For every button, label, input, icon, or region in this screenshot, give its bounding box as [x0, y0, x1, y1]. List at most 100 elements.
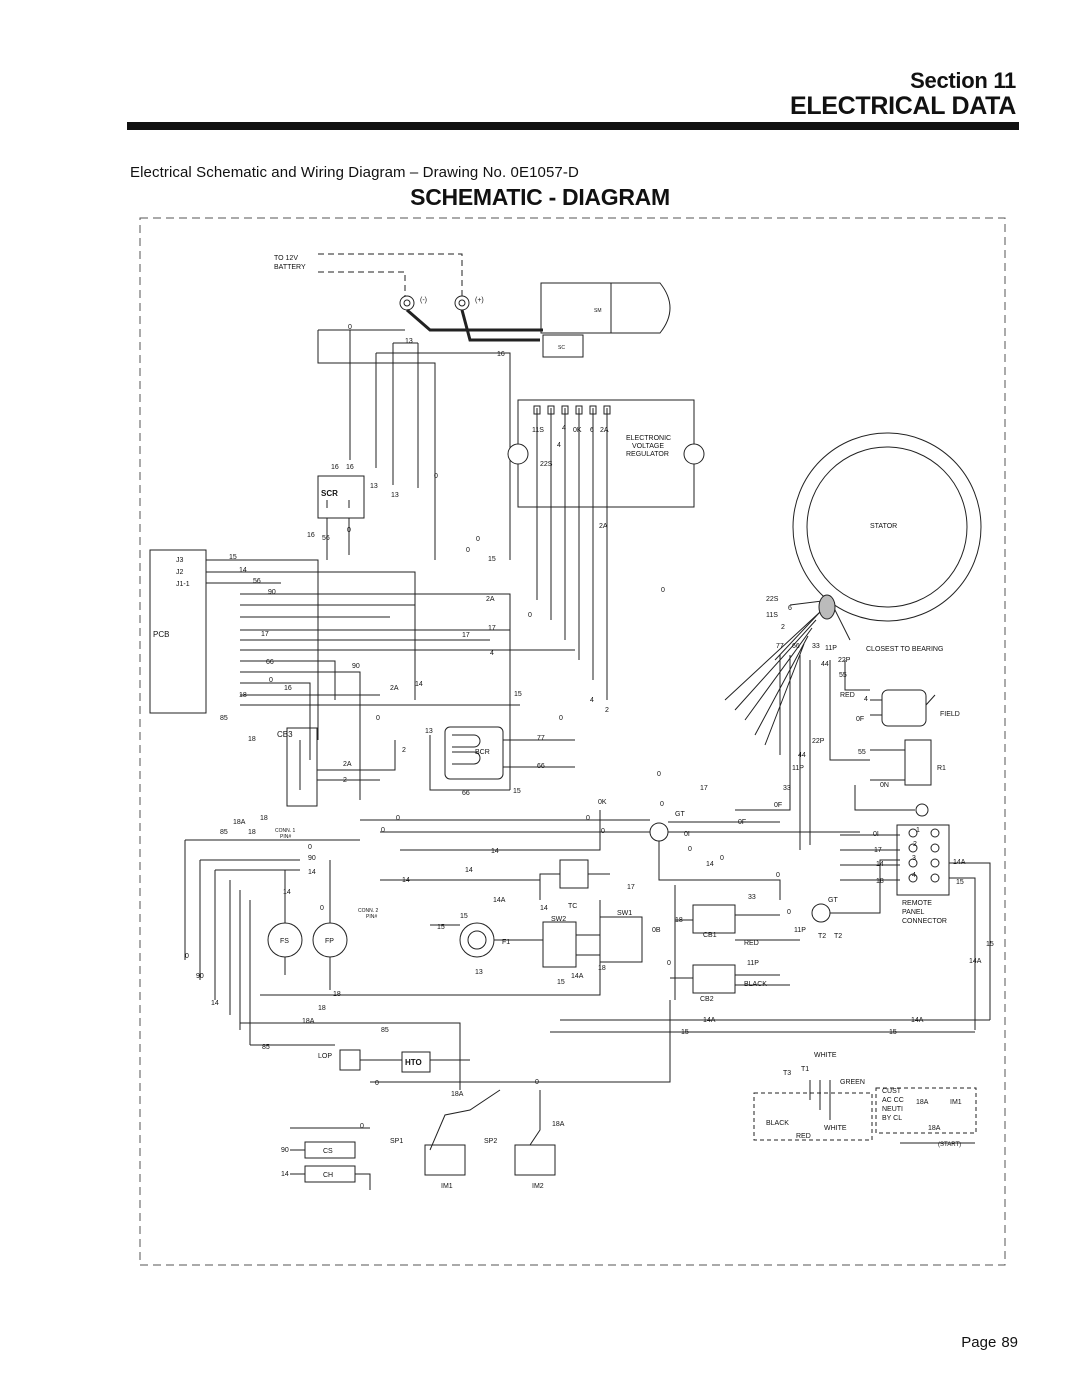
- svg-text:0: 0: [375, 1080, 379, 1087]
- label-conn2b: PIN#: [366, 914, 377, 920]
- label-evr2: VOLTAGE: [632, 443, 664, 450]
- svg-text:IM1: IM1: [950, 1099, 962, 1106]
- svg-text:18A: 18A: [451, 1091, 464, 1098]
- svg-text:15: 15: [229, 554, 237, 561]
- svg-text:18: 18: [248, 736, 256, 743]
- label-conn1: CONN. 1: [275, 828, 296, 834]
- label-gt2: GT: [828, 897, 838, 904]
- svg-text:2A: 2A: [343, 761, 352, 768]
- svg-text:44: 44: [821, 661, 829, 668]
- label-cb3: CB3: [277, 730, 293, 739]
- svg-text:0: 0: [396, 815, 400, 822]
- svg-text:22P: 22P: [838, 657, 851, 664]
- label-im1: IM1: [441, 1183, 453, 1190]
- diagram-title: SCHEMATIC - DIAGRAM: [410, 184, 670, 210]
- svg-text:0: 0: [776, 872, 780, 879]
- svg-text:77: 77: [776, 643, 784, 650]
- label-sm: SM: [594, 308, 602, 314]
- svg-text:0: 0: [476, 536, 480, 543]
- svg-text:56: 56: [253, 578, 261, 585]
- svg-text:16: 16: [307, 532, 315, 539]
- svg-text:0: 0: [434, 473, 438, 480]
- svg-text:4: 4: [562, 425, 566, 432]
- svg-text:0K: 0K: [573, 427, 582, 434]
- svg-text:4: 4: [557, 442, 561, 449]
- label-evr1: ELECTRONIC: [626, 435, 671, 442]
- svg-text:15: 15: [488, 556, 496, 563]
- svg-text:T2: T2: [818, 933, 826, 940]
- svg-text:18: 18: [876, 878, 884, 885]
- svg-text:18A: 18A: [916, 1099, 929, 1106]
- svg-text:J2: J2: [176, 569, 184, 576]
- svg-text:0: 0: [661, 587, 665, 594]
- svg-text:0I: 0I: [873, 831, 879, 838]
- svg-text:13: 13: [425, 728, 433, 735]
- svg-text:18: 18: [318, 1005, 326, 1012]
- svg-text:14A: 14A: [953, 859, 966, 866]
- label-start: (START): [938, 1142, 961, 1148]
- label-conn2: CONN. 2: [358, 908, 379, 914]
- label-pcb: PCB: [153, 630, 169, 639]
- svg-text:0: 0: [601, 828, 605, 835]
- label-battery: TO 12V: [274, 255, 298, 262]
- svg-text:0K: 0K: [598, 799, 607, 806]
- svg-text:55: 55: [858, 749, 866, 756]
- svg-text:17: 17: [700, 785, 708, 792]
- svg-text:1: 1: [916, 827, 920, 834]
- label-battery2: BATTERY: [274, 264, 306, 271]
- svg-text:18: 18: [260, 815, 268, 822]
- svg-text:0B: 0B: [652, 927, 661, 934]
- svg-text:0: 0: [381, 827, 385, 834]
- svg-text:14: 14: [491, 848, 499, 855]
- svg-text:18: 18: [598, 965, 606, 972]
- svg-text:0: 0: [660, 801, 664, 808]
- svg-text:0: 0: [308, 844, 312, 851]
- svg-text:14: 14: [283, 889, 291, 896]
- svg-text:0: 0: [559, 715, 563, 722]
- svg-text:16: 16: [284, 685, 292, 692]
- svg-text:66: 66: [462, 790, 470, 797]
- svg-text:85: 85: [220, 715, 228, 722]
- svg-text:2A: 2A: [390, 685, 399, 692]
- svg-text:0: 0: [348, 324, 352, 331]
- svg-text:14: 14: [876, 861, 884, 868]
- label-closest: CLOSEST TO BEARING: [866, 646, 943, 653]
- label-cust3: NEUTI: [882, 1106, 903, 1113]
- svg-text:4: 4: [864, 696, 868, 703]
- label-sp1: SP1: [390, 1138, 403, 1145]
- svg-text:16: 16: [346, 464, 354, 471]
- section-title: ELECTRICAL DATA: [789, 92, 1016, 120]
- svg-text:18A: 18A: [233, 819, 246, 826]
- label-stator: STATOR: [870, 523, 897, 530]
- svg-text:T3: T3: [783, 1070, 791, 1077]
- svg-text:33: 33: [748, 894, 756, 901]
- svg-text:90: 90: [308, 855, 316, 862]
- svg-text:14A: 14A: [493, 897, 506, 904]
- svg-text:2: 2: [913, 841, 917, 848]
- svg-text:14: 14: [281, 1171, 289, 1178]
- label-black-cb2: BLACK: [744, 981, 767, 988]
- svg-text:14: 14: [415, 681, 423, 688]
- label-white: WHITE: [814, 1052, 837, 1059]
- svg-text:11S: 11S: [766, 612, 778, 619]
- svg-text:0: 0: [185, 953, 189, 960]
- label-sp2: SP2: [484, 1138, 497, 1145]
- svg-text:15: 15: [557, 979, 565, 986]
- svg-text:0F: 0F: [774, 802, 782, 809]
- svg-text:0: 0: [787, 909, 791, 916]
- svg-text:13: 13: [405, 338, 413, 345]
- svg-text:14: 14: [239, 567, 247, 574]
- svg-text:22S: 22S: [540, 461, 553, 468]
- svg-text:0: 0: [347, 527, 351, 534]
- svg-text:17: 17: [488, 625, 496, 632]
- label-r1: R1: [937, 765, 946, 772]
- svg-text:0: 0: [688, 846, 692, 853]
- svg-text:0: 0: [667, 960, 671, 967]
- svg-text:0: 0: [720, 855, 724, 862]
- label-pos: (+): [475, 297, 484, 304]
- svg-text:15: 15: [513, 788, 521, 795]
- svg-text:55: 55: [839, 672, 847, 679]
- svg-text:33: 33: [812, 643, 820, 650]
- header-rule: [127, 122, 1019, 130]
